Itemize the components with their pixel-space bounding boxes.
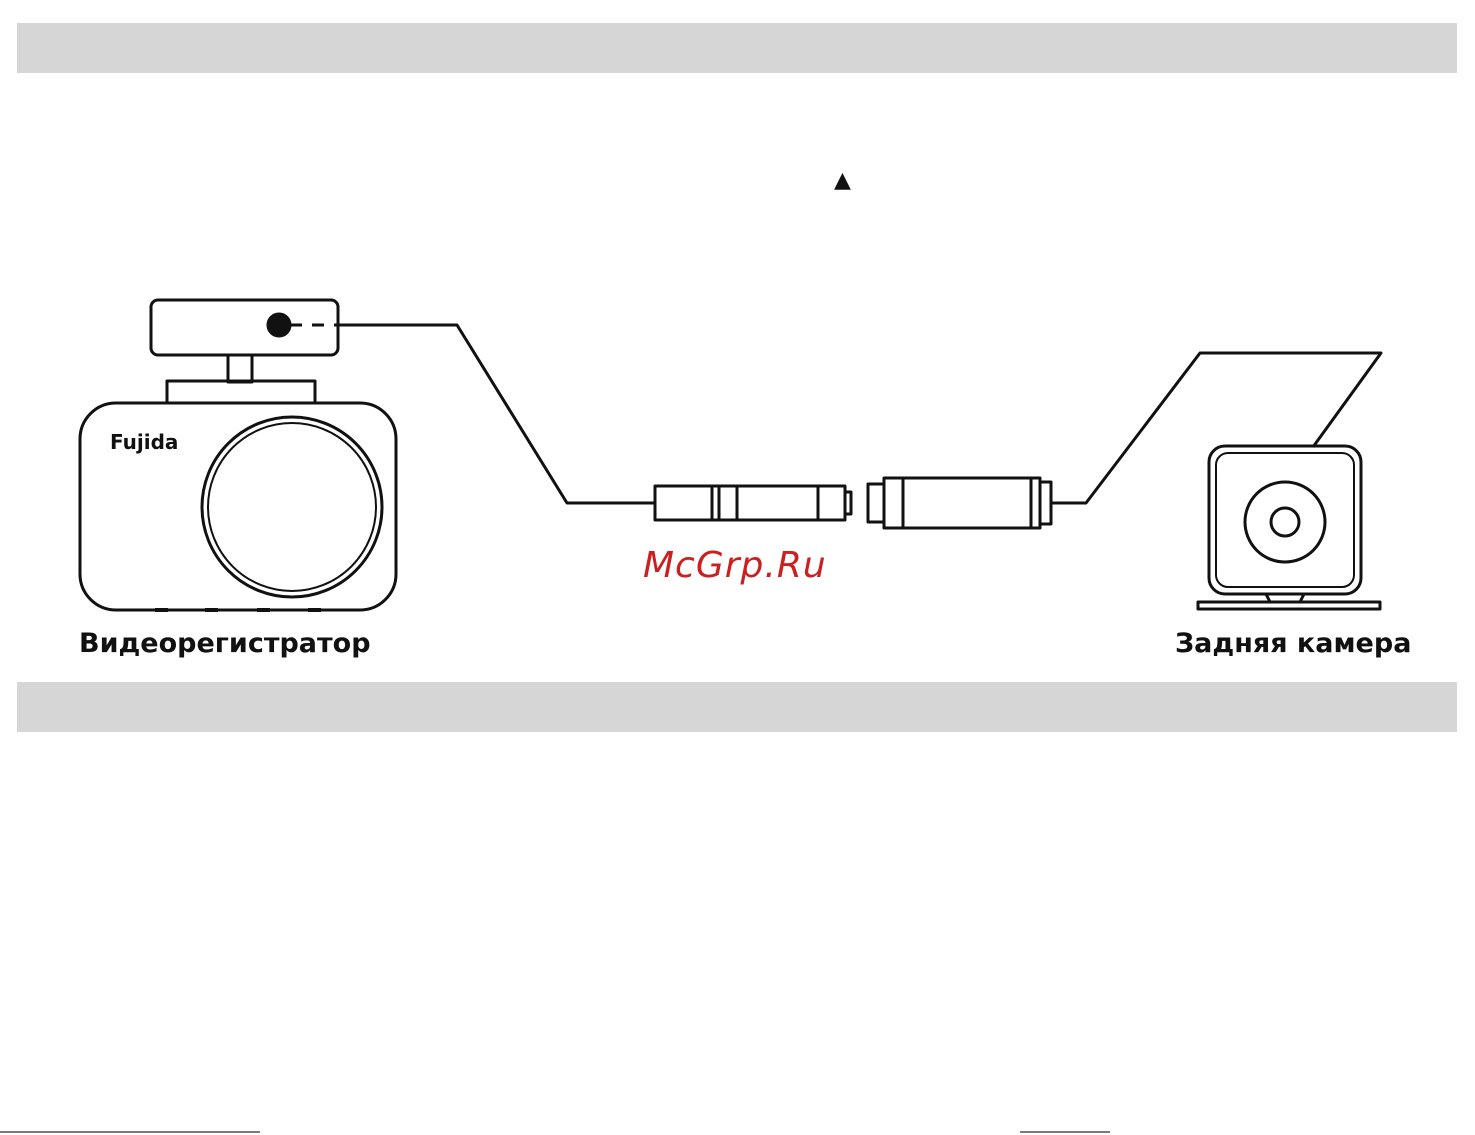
dashcam-mount-base — [167, 381, 315, 403]
rear-camera — [1198, 446, 1380, 609]
rear-camera-bracket — [1198, 602, 1380, 609]
bottom-scan-line — [0, 1131, 1110, 1133]
brand-logo: Fujida — [110, 430, 178, 454]
plug-tip — [845, 492, 851, 514]
dashcam-mount-bracket — [151, 300, 338, 355]
dashcam-mount-stem — [228, 355, 252, 382]
dashcam-caption: Видеорегистратор — [79, 628, 371, 659]
rear-camera-housing — [1209, 446, 1361, 594]
socket-end — [1040, 482, 1051, 524]
socket-body — [884, 478, 1040, 528]
connector-plug — [655, 486, 851, 520]
dashcam-lens-outer — [202, 417, 382, 597]
rear-camera-caption: Задняя камера — [1175, 628, 1411, 659]
socket-tip — [868, 484, 884, 522]
dashcam — [80, 300, 396, 610]
connector-socket — [868, 478, 1051, 528]
watermark: McGrp.Ru — [643, 545, 827, 586]
rear-camera-lens-outer — [1245, 482, 1325, 562]
dashcam-lens-inner — [208, 423, 376, 591]
rear-camera-lens-inner — [1271, 508, 1299, 536]
dashcam-port — [268, 314, 290, 336]
